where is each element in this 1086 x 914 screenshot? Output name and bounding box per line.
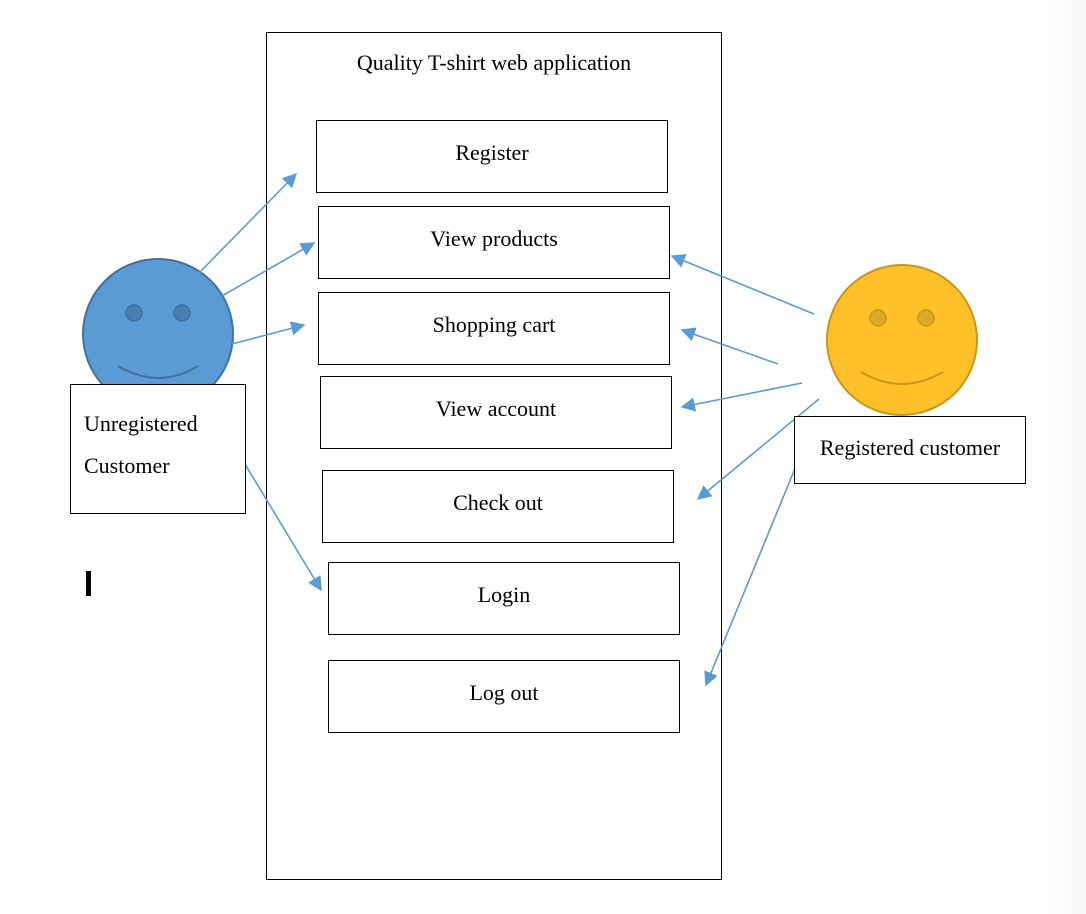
- system-boundary: [266, 32, 722, 880]
- use-case-view-account: View account: [320, 376, 672, 449]
- right-eye: [173, 304, 191, 322]
- arrow-to-check-out: [696, 398, 820, 500]
- use-case-login: Login: [328, 562, 680, 635]
- smile: [860, 371, 944, 385]
- use-case-label: Shopping cart: [432, 312, 556, 337]
- use-case-view-products: View products: [318, 206, 670, 279]
- use-case-check-out: Check out: [322, 470, 674, 543]
- arrow-to-view-account: [680, 382, 803, 412]
- unregistered-customer-icon: [82, 258, 234, 410]
- arrow-to-shopping-cart: [680, 327, 779, 365]
- label-line-2: Customer: [84, 453, 170, 478]
- arrow-to-register: [197, 172, 298, 275]
- face-circle: [826, 264, 978, 416]
- use-case-label: Login: [477, 582, 531, 607]
- use-case-label: View products: [430, 226, 558, 251]
- left-eye: [125, 304, 143, 322]
- use-case-shopping-cart: Shopping cart: [318, 292, 670, 365]
- arrow-to-shopping-cart: [231, 321, 306, 345]
- label-line-1: Unregistered: [84, 411, 198, 436]
- unregistered-customer-label: Unregistered Customer: [70, 384, 246, 514]
- use-case-log-out: Log out: [328, 660, 680, 733]
- arrow-to-log-out: [704, 431, 811, 687]
- use-case-label: Check out: [453, 490, 543, 515]
- smile: [117, 365, 199, 379]
- use-case-label: Register: [455, 140, 529, 165]
- left-eye: [869, 309, 887, 327]
- use-case-label: Log out: [469, 680, 539, 705]
- registered-arrows: [670, 254, 820, 687]
- registered-customer-label: Registered customer: [794, 416, 1026, 484]
- text-cursor-icon: [86, 571, 91, 596]
- arrow-to-view-products: [221, 242, 316, 297]
- use-case-register: Register: [316, 120, 668, 193]
- page-edge-shadow: [1046, 0, 1086, 914]
- registered-customer-icon: [826, 264, 978, 416]
- right-eye: [917, 309, 935, 327]
- use-case-label: View account: [435, 396, 557, 421]
- system-title: Quality T-shirt web application: [356, 50, 632, 75]
- arrow-to-view-products: [670, 254, 815, 315]
